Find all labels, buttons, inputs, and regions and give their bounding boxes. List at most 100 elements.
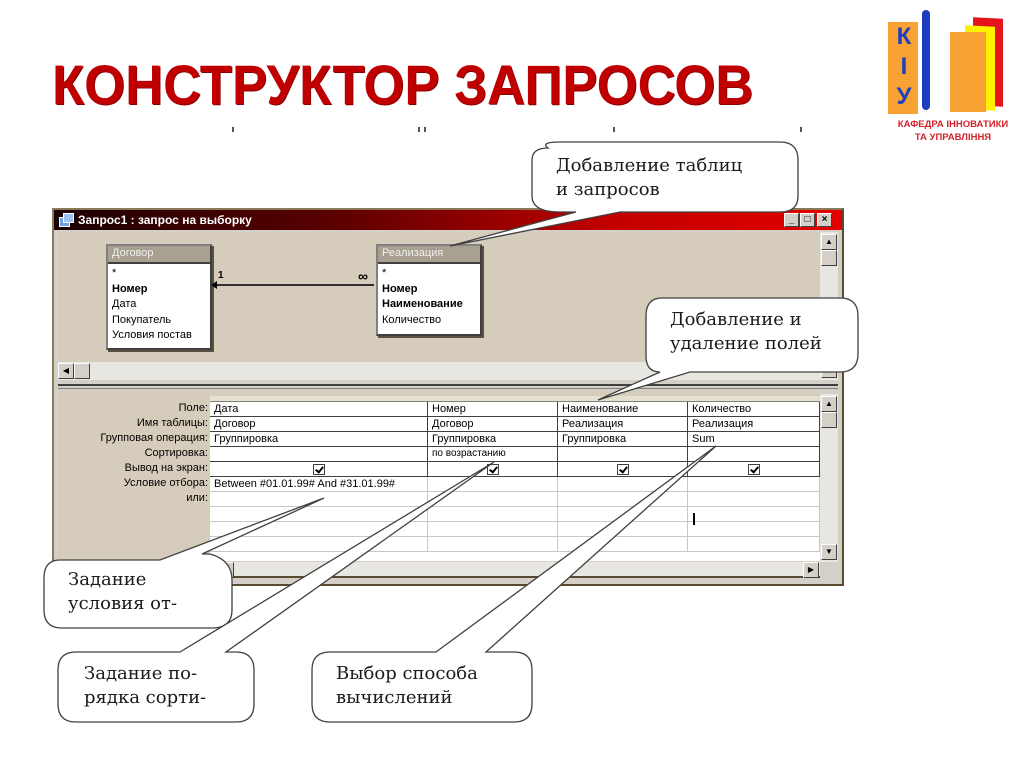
- scroll-down-icon[interactable]: ▼: [821, 544, 837, 560]
- grid-cell[interactable]: по возрастанию: [428, 447, 558, 461]
- decorative-dots: [0, 127, 1024, 133]
- scroll-right-icon[interactable]: ▶: [803, 562, 819, 578]
- field-item[interactable]: Дата: [112, 298, 137, 310]
- callout-criteria: Задание условия от-: [68, 568, 177, 616]
- grid-cell[interactable]: [428, 492, 558, 506]
- grid-cell[interactable]: [558, 492, 688, 506]
- show-checkbox[interactable]: [747, 463, 760, 475]
- table-header[interactable]: Договор: [108, 246, 210, 262]
- grid-cell[interactable]: [428, 537, 558, 551]
- field-item[interactable]: Количество: [382, 313, 442, 326]
- grid-cell[interactable]: Группировка: [210, 432, 428, 446]
- grid-cell[interactable]: [428, 522, 558, 536]
- logo-letters: К І У: [892, 22, 916, 112]
- callout-add-tables: Добавление таблиц и запросов: [556, 154, 742, 202]
- maximize-button[interactable]: □: [800, 213, 815, 227]
- field-item-key[interactable]: Номер: [382, 282, 418, 295]
- grid-cell[interactable]: Наименование: [558, 402, 688, 416]
- logo-letter-u: У: [896, 83, 912, 110]
- logo-caption-line1: КАФЕДРА ІННОВАТИКИ: [897, 119, 1009, 130]
- pane-splitter[interactable]: [58, 384, 838, 389]
- grid-vertical-scrollbar[interactable]: ▲ ▼: [820, 394, 838, 562]
- scroll-thumb[interactable]: [218, 562, 234, 578]
- grid-cell[interactable]: [210, 522, 428, 536]
- show-checkbox[interactable]: [312, 463, 325, 475]
- show-checkbox[interactable]: [616, 463, 629, 475]
- row-label-field: Поле:: [178, 402, 208, 414]
- grid-cell[interactable]: [428, 477, 558, 491]
- callout-line: Добавление и: [670, 309, 802, 330]
- grid-row-or: [210, 492, 820, 507]
- grid-cell[interactable]: [558, 447, 688, 461]
- grid-cell[interactable]: Количество: [688, 402, 820, 416]
- table-header[interactable]: Реализация: [378, 246, 480, 262]
- callout-calc: Выбор способа вычислений: [336, 662, 478, 710]
- scroll-left-icon[interactable]: ◀: [58, 363, 74, 379]
- relationship-line[interactable]: [214, 284, 374, 286]
- grid-cell[interactable]: [688, 537, 820, 551]
- row-label-criteria: Условие отбора:: [123, 477, 208, 489]
- grid-row-empty: [210, 522, 820, 537]
- grid-cell[interactable]: [210, 537, 428, 551]
- grid-cell[interactable]: [688, 522, 820, 536]
- logo-letter-k: К: [896, 23, 912, 50]
- scroll-up-icon[interactable]: ▲: [821, 396, 837, 412]
- grid-cell[interactable]: Договор: [428, 417, 558, 431]
- logo-caption-line2: ТА УПРАВЛІННЯ: [914, 132, 992, 143]
- grid-cell[interactable]: [558, 477, 688, 491]
- field-item[interactable]: *: [112, 267, 117, 279]
- grid-cell[interactable]: [210, 492, 428, 506]
- scroll-thumb[interactable]: [821, 250, 837, 266]
- scroll-thumb[interactable]: [821, 412, 837, 428]
- close-button[interactable]: ×: [817, 213, 832, 227]
- window-titlebar[interactable]: Запрос1 : запрос на выборку _ □ ×: [54, 210, 842, 230]
- slide-title: КОНСТРУКТОР ЗАПРОСОВ: [52, 53, 754, 116]
- grid-cell[interactable]: [688, 507, 820, 521]
- field-item-key[interactable]: Номер: [112, 282, 148, 295]
- grid-cell[interactable]: Sum: [688, 432, 820, 446]
- grid-cell[interactable]: [428, 507, 558, 521]
- row-labels: Поле: Имя таблицы: Групповая операция: С…: [58, 401, 208, 506]
- scroll-right-icon[interactable]: ▶: [821, 362, 837, 378]
- grid-cell[interactable]: Группировка: [428, 432, 558, 446]
- grid-cell[interactable]: [688, 447, 820, 461]
- grid-cell[interactable]: Договор: [210, 417, 428, 431]
- grid-cell[interactable]: Between #01.01.99# And #31.01.99#: [210, 477, 428, 491]
- grid-cell[interactable]: Дата: [210, 402, 428, 416]
- callout-line: Задание по-: [84, 663, 198, 684]
- design-grid: Дата Номер Наименование Количество Догов…: [210, 396, 820, 561]
- callout-line: вычислений: [336, 687, 453, 708]
- grid-cell: [558, 462, 688, 476]
- callout-line: рядка сорти-: [84, 687, 207, 708]
- grid-cell[interactable]: [558, 537, 688, 551]
- show-checkbox[interactable]: [486, 463, 499, 475]
- grid-cell[interactable]: Номер: [428, 402, 558, 416]
- field-item[interactable]: Покупатель: [112, 313, 172, 326]
- grid-cell[interactable]: Реализация: [688, 417, 820, 431]
- grid-cell[interactable]: [210, 447, 428, 461]
- field-item[interactable]: Условия постав: [112, 329, 192, 341]
- grid-cell[interactable]: [558, 507, 688, 521]
- table-box-realizatsiya[interactable]: Реализация * Номер Наименование Количест…: [376, 244, 482, 336]
- minimize-button[interactable]: _: [784, 213, 799, 227]
- grid-cell[interactable]: [688, 477, 820, 491]
- field-item-key[interactable]: Наименование: [382, 298, 463, 310]
- table-pane-vertical-scrollbar[interactable]: ▲ ▶: [820, 232, 838, 380]
- column-selectors[interactable]: [210, 396, 820, 402]
- relationship-many-label: ∞: [358, 268, 368, 284]
- grid-cell[interactable]: [558, 522, 688, 536]
- grid-cell[interactable]: [688, 492, 820, 506]
- query-window-icon: [59, 213, 74, 227]
- table-box-dogovor[interactable]: Договор * Номер Дата Покупатель Условия …: [106, 244, 212, 350]
- scroll-thumb[interactable]: [74, 363, 90, 379]
- row-label-sort: Сортировка:: [144, 447, 208, 459]
- table-pane-horizontal-scrollbar[interactable]: ◀: [58, 362, 820, 380]
- field-item[interactable]: *: [382, 267, 387, 279]
- grid-cell: [428, 462, 558, 476]
- grid-cell[interactable]: [210, 507, 428, 521]
- scroll-up-icon[interactable]: ▲: [821, 234, 837, 250]
- grid-cell[interactable]: Реализация: [558, 417, 688, 431]
- grid-cell[interactable]: Группировка: [558, 432, 688, 446]
- callout-line: условия от-: [68, 593, 178, 614]
- window-title: Запрос1 : запрос на выборку: [78, 213, 252, 227]
